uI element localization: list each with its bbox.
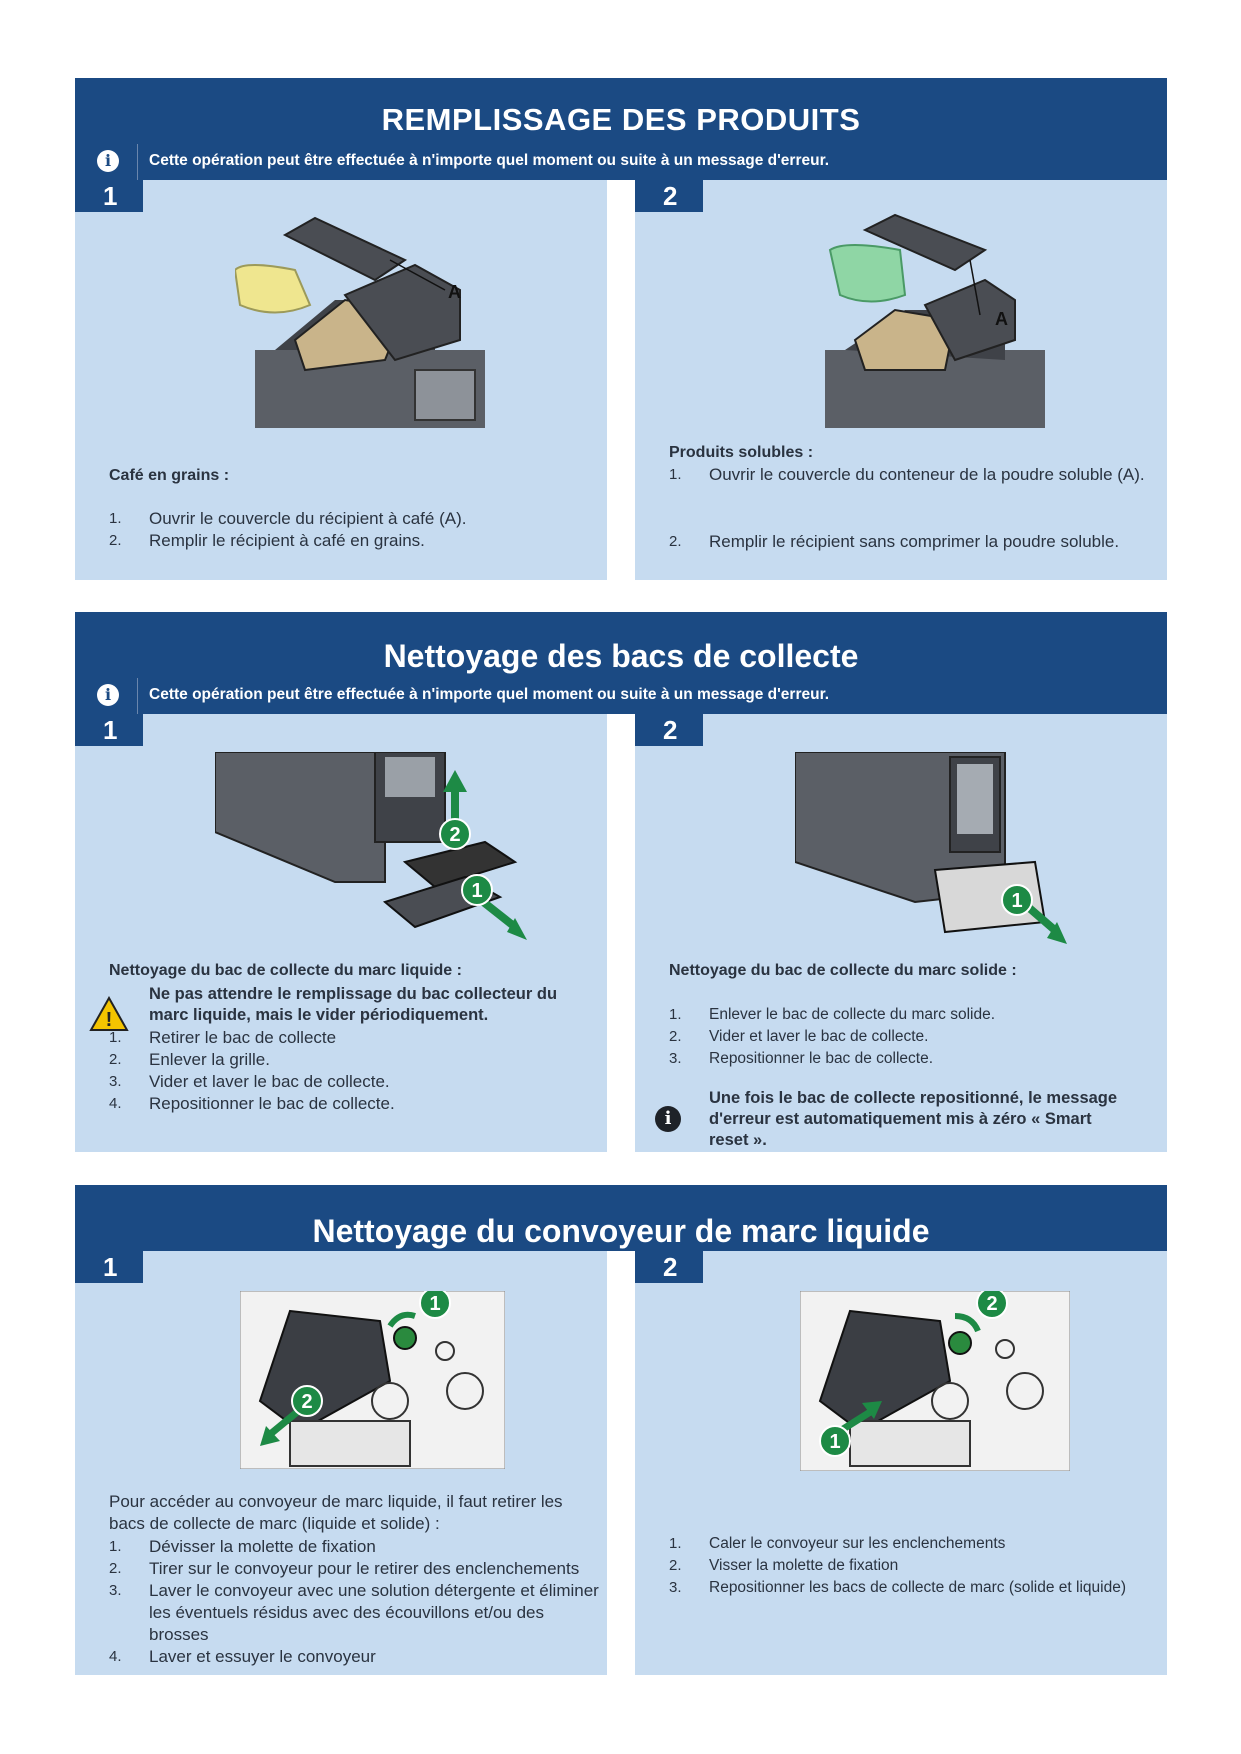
drip-tray-illustration: 2 1 xyxy=(215,752,527,940)
list-item: 2.Remplir le récipient sans comprimer la… xyxy=(669,532,1120,551)
intro-text: Pour accéder au convoyeur de marc liquid… xyxy=(109,1492,563,1533)
panel-step-2: 2 A Produits solubles : 1.Ouvrir le couv… xyxy=(635,180,1167,580)
list-item: 1.Dévisser la molette de fixation xyxy=(109,1537,376,1556)
step-tab: 2 xyxy=(635,714,703,746)
soluble-powder-container-illustration: A xyxy=(825,213,1045,428)
info-icon: i xyxy=(655,1106,681,1132)
steps-list: 1.Ouvrir le couvercle du conteneur de la… xyxy=(669,464,1149,486)
steps-list: 1.Caler le convoyeur sur les enclencheme… xyxy=(669,1533,1159,1599)
grounds-bin-illustration: 1 xyxy=(795,752,1067,944)
steps-list: 1.Dévisser la molette de fixation 2.Tire… xyxy=(109,1536,599,1668)
info-text: Cette opération peut être effectuée à n'… xyxy=(149,152,830,169)
divider xyxy=(137,678,138,714)
panel-step-1: 1 1 2 Pour accéder au convoyeur de marc … xyxy=(75,1251,607,1675)
section-title: Nettoyage du convoyeur de marc liquide xyxy=(312,1213,930,1249)
steps-list: 1.Enlever le bac de collecte du marc sol… xyxy=(669,1004,1149,1070)
coffee-beans-hopper-illustration: A xyxy=(235,216,485,428)
step-tab: 1 xyxy=(75,180,143,212)
list-item: 2.Tirer sur le convoyeur pour le retirer… xyxy=(109,1559,580,1578)
info-icon: i xyxy=(97,150,119,172)
conveyor-refit-illustration: 2 1 xyxy=(800,1291,1070,1471)
list-item: 3.Vider et laver le bac de collecte. xyxy=(109,1072,390,1091)
section-title: Nettoyage des bacs de collecte xyxy=(383,638,859,674)
panel-step-2: 2 1 Nettoyage du bac de collecte du marc… xyxy=(635,714,1167,1152)
step-badge: 2 xyxy=(986,1293,997,1315)
section-header: Nettoyage du convoyeur de marc liquide xyxy=(75,1185,1167,1251)
callout-label: A xyxy=(448,282,461,302)
list-item: 1.Enlever le bac de collecte du marc sol… xyxy=(669,1006,996,1023)
panel-step-2: 2 2 1 1.Caler le convoyeur sur les encle… xyxy=(635,1251,1167,1675)
panel-heading: Café en grains : xyxy=(109,467,230,484)
section-header: Nettoyage des bacs de collecte xyxy=(75,612,1167,678)
list-item: 2.Enlever la grille. xyxy=(109,1050,270,1069)
warning-icon: ! xyxy=(89,996,129,1031)
list-item: 1.Ouvrir le couvercle du récipient à caf… xyxy=(109,509,467,528)
step-badge: 1 xyxy=(429,1293,440,1315)
steps-list: 1.Ouvrir le couvercle du récipient à caf… xyxy=(109,508,589,552)
step-badge: 1 xyxy=(1011,890,1022,912)
section-nettoyage-bacs: Nettoyage des bacs de collecte i Cette o… xyxy=(75,612,1167,1152)
step-badge: 1 xyxy=(471,880,482,902)
section-title: REMPLISSAGE DES PRODUITS xyxy=(381,102,861,137)
info-bar: i Cette opération peut être effectuée à … xyxy=(75,144,1167,180)
list-item: 2.Visser la molette de fixation xyxy=(669,1557,899,1574)
panel-heading: Produits solubles : xyxy=(669,444,814,461)
section-header: REMPLISSAGE DES PRODUITS xyxy=(75,78,1167,144)
step-tab: 2 xyxy=(635,1251,703,1283)
info-icon: i xyxy=(97,684,119,706)
conveyor-removal-illustration: 1 2 xyxy=(240,1291,505,1469)
info-bar: i Cette opération peut être effectuée à … xyxy=(75,678,1167,714)
section-remplissage: REMPLISSAGE DES PRODUITS i Cette opérati… xyxy=(75,78,1167,580)
info-text: Cette opération peut être effectuée à n'… xyxy=(149,686,830,703)
section-nettoyage-convoyeur: Nettoyage du convoyeur de marc liquide 1… xyxy=(75,1185,1167,1675)
steps-list: 1.Retirer le bac de collecte 2.Enlever l… xyxy=(109,1027,589,1115)
list-item: 4.Repositionner le bac de collecte. xyxy=(109,1094,395,1113)
list-item: 3.Repositionner les bacs de collecte de … xyxy=(669,1579,1126,1596)
warning-text: Ne pas attendre le remplissage du bac co… xyxy=(149,985,558,1024)
step-tab: 1 xyxy=(75,714,143,746)
list-item: 3.Laver le convoyeur avec une solution d… xyxy=(109,1581,599,1644)
list-item: 2.Remplir le récipient à café en grains. xyxy=(109,531,425,550)
step-badge: 2 xyxy=(301,1391,312,1413)
list-item: 1.Ouvrir le couvercle du conteneur de la… xyxy=(669,465,1145,484)
list-item: 4.Laver et essuyer le convoyeur xyxy=(109,1647,376,1666)
smart-reset-note: Une fois le bac de collecte repositionné… xyxy=(709,1089,1118,1149)
svg-text:!: ! xyxy=(106,1009,113,1031)
divider xyxy=(137,144,138,180)
step-badge: 2 xyxy=(449,824,460,846)
panel-heading: Nettoyage du bac de collecte du marc liq… xyxy=(109,962,462,979)
list-item: 2.Vider et laver le bac de collecte. xyxy=(669,1028,929,1045)
step-tab: 2 xyxy=(635,180,703,212)
steps-list: 2.Remplir le récipient sans comprimer la… xyxy=(669,531,1149,553)
panel-step-1: 1 A Café en grains : 1.Ouvrir le couverc… xyxy=(75,180,607,580)
callout-label: A xyxy=(995,309,1008,329)
step-badge: 1 xyxy=(829,1431,840,1453)
list-item: 1.Caler le convoyeur sur les enclencheme… xyxy=(669,1535,1006,1552)
panel-heading: Nettoyage du bac de collecte du marc sol… xyxy=(669,962,1017,979)
panel-step-1: 1 2 1 Nettoyage du bac de collecte du ma… xyxy=(75,714,607,1152)
step-tab: 1 xyxy=(75,1251,143,1283)
list-item: 1.Retirer le bac de collecte xyxy=(109,1028,337,1047)
list-item: 3.Repositionner le bac de collecte. xyxy=(669,1050,934,1067)
